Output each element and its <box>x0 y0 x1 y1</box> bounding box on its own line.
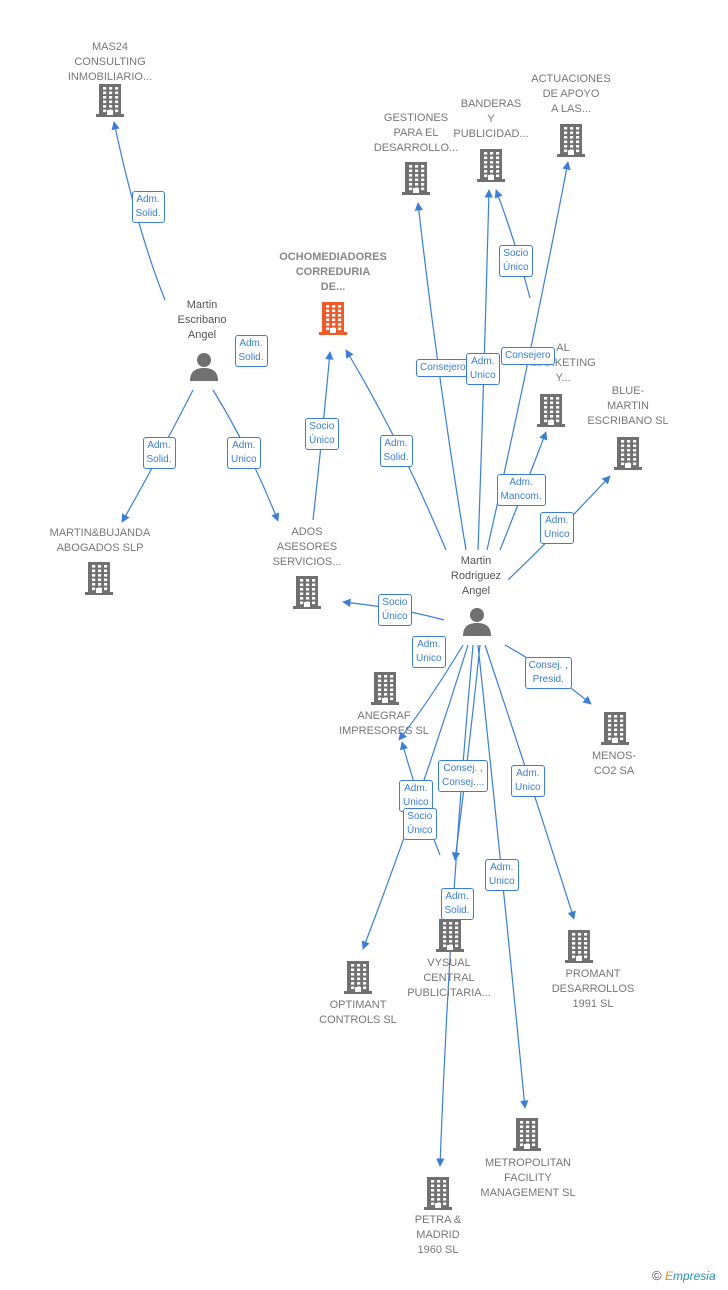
node-label[interactable]: MAS24 CONSULTING INMOBILIARIO... <box>67 41 153 83</box>
building-icon[interactable] <box>319 301 347 340</box>
building-icon[interactable] <box>402 161 430 200</box>
building-icon[interactable] <box>96 83 124 122</box>
building-icon[interactable] <box>537 393 565 432</box>
node-label[interactable]: BLUE- MARTIN ESCRIBANO SL <box>587 385 669 427</box>
edge-rodriguez-to-banderas <box>494 189 531 299</box>
edge-rodriguez-to-anegraf <box>398 644 464 741</box>
edge-label-rodriguez-anegraf[interactable]: Adm. Unico <box>412 636 446 668</box>
edge-label-rodriguez-gestiones[interactable]: Consejero <box>416 359 470 377</box>
building-icon[interactable] <box>436 918 464 957</box>
building-icon[interactable] <box>557 123 585 162</box>
edge-label-escribano_extra[interactable]: Adm. Solid. <box>234 335 268 367</box>
edge-label-rodriguez-promant[interactable]: Adm. Unico <box>511 765 545 797</box>
edge-label-rodriguez-optimant[interactable]: Consej. , Consej.... <box>438 760 489 792</box>
building-icon[interactable] <box>513 1117 541 1156</box>
edge-label-ados-ochomediadores[interactable]: Socio Único <box>305 418 339 450</box>
node-label[interactable]: ANEGRAF IMPRESORES SL <box>339 710 429 737</box>
building-icon[interactable] <box>85 561 113 600</box>
edge-label-escribano-ados[interactable]: Adm. Unico <box>227 437 261 469</box>
brand-initial: E <box>664 1269 673 1283</box>
edge-label-rodriguez-actuaciones[interactable]: Consejero <box>501 347 555 365</box>
node-label[interactable]: BANDERAS Y PUBLICIDAD... <box>453 98 529 140</box>
edge-label-rodriguez-vysual[interactable]: Adm. Unico <box>399 780 433 812</box>
node-label[interactable]: OCHOMEDIADORES CORREDURIA DE... <box>279 251 387 293</box>
edge-rodriguez-to-gestiones <box>414 202 467 551</box>
edge-label-rodriguez-ochomediadores[interactable]: Adm. Solid. <box>379 435 413 467</box>
edge-label-rodriguez-ados[interactable]: Socio Único <box>378 594 412 626</box>
node-label[interactable]: MENOS- CO2 SA <box>592 750 636 777</box>
edge-label-rodriguez-petra[interactable]: Adm. Solid. <box>440 888 474 920</box>
node-label[interactable]: ADOS ASESORES SERVICIOS... <box>272 526 342 568</box>
building-icon[interactable] <box>344 960 372 999</box>
edge-rodriguez-to-vysual <box>451 644 481 861</box>
footer-brand: © Empresia <box>652 1268 716 1283</box>
person-icon[interactable] <box>189 351 219 386</box>
node-label[interactable]: VYSUAL CENTRAL PUBLICITARIA... <box>407 957 491 999</box>
node-label[interactable]: GESTIONES PARA EL DESARROLLO... <box>373 112 459 154</box>
edge-label-rodriguez-bluemartin[interactable]: Adm. Unico <box>540 512 574 544</box>
edge-label-escribano-bujanda[interactable]: Adm. Solid. <box>142 437 176 469</box>
building-icon[interactable] <box>371 671 399 710</box>
edge-label-rodriguez-marketing[interactable]: Adm. Mancom. <box>496 474 546 506</box>
building-icon[interactable] <box>293 575 321 614</box>
building-icon[interactable] <box>477 148 505 187</box>
node-label[interactable]: PROMANT DESARROLLOS 1991 SL <box>551 968 635 1010</box>
node-label[interactable]: ACTUACIONES DE APOYO A LAS... <box>531 73 611 115</box>
brand-name: mpresia <box>672 1269 716 1283</box>
edge-label-vysual-anegraf[interactable]: Socio Único <box>403 808 437 840</box>
node-label[interactable]: OPTIMANT CONTROLS SL <box>319 999 397 1026</box>
node-label[interactable]: Martin Escribano Angel <box>177 299 227 341</box>
building-icon[interactable] <box>424 1176 452 1215</box>
person-icon[interactable] <box>462 606 492 641</box>
node-label[interactable]: METROPOLITAN FACILITY MANAGEMENT SL <box>480 1157 576 1199</box>
edge-label-rodriguez-banderas[interactable]: Adm. Unico <box>466 353 500 385</box>
node-label[interactable]: Martin Rodriguez Angel <box>450 555 502 597</box>
node-label[interactable]: PETRA & MADRID 1960 SL <box>414 1214 462 1256</box>
copyright-symbol: © <box>652 1268 662 1283</box>
edge-label-escribano-mas24[interactable]: Adm. Solid. <box>131 191 165 223</box>
edge-label-rodriguez-banderas[interactable]: Socio Único <box>499 245 533 277</box>
node-label[interactable]: MARTIN&BUJANDA ABOGADOS SLP <box>49 527 151 554</box>
building-icon[interactable] <box>601 711 629 750</box>
building-icon[interactable] <box>565 929 593 968</box>
edge-label-rodriguez-menos[interactable]: Consej. , Presid. <box>524 657 572 689</box>
edge-label-rodriguez-metropolitan[interactable]: Adm. Unico <box>485 859 519 891</box>
building-icon[interactable] <box>614 436 642 475</box>
